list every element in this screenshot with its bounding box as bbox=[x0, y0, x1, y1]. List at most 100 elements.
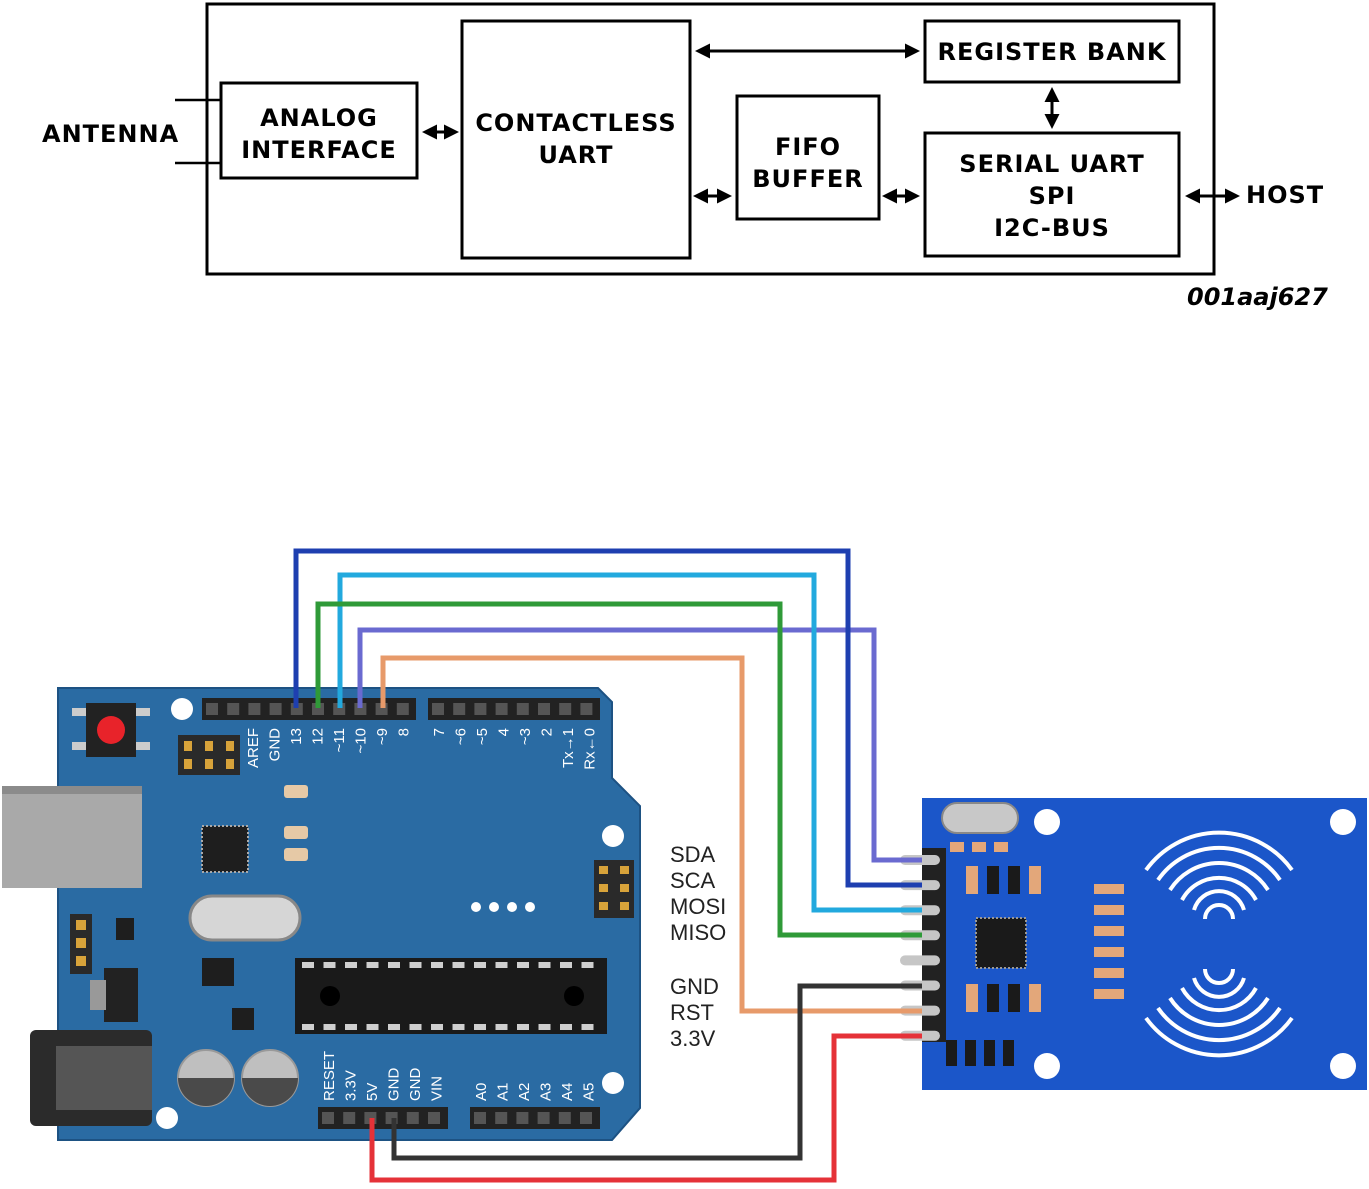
icsp-pin bbox=[599, 902, 608, 910]
rfid-mount-hole bbox=[1034, 1053, 1060, 1079]
chip-leg bbox=[302, 1024, 314, 1030]
pin-label-top: ~11 bbox=[331, 728, 348, 752]
pin-label-top: 13 bbox=[288, 728, 305, 745]
dc-jack-inner bbox=[56, 1046, 152, 1110]
mount-hole bbox=[602, 1072, 624, 1094]
icsp-pin bbox=[620, 884, 629, 892]
fifo-buffer-block bbox=[735, 94, 881, 221]
reset-button-cap bbox=[97, 716, 125, 744]
chip-notch bbox=[564, 986, 584, 1006]
pin-label-analog: A1 bbox=[495, 1083, 512, 1101]
chip-leg bbox=[431, 962, 443, 968]
serial-line-3: I2C-BUS bbox=[994, 214, 1110, 242]
rfid-pin bbox=[900, 955, 940, 966]
header-pin bbox=[76, 920, 86, 930]
smd-part bbox=[1008, 984, 1020, 1012]
header-hole bbox=[580, 703, 593, 715]
uart-line-1: CONTACTLESS bbox=[475, 109, 676, 137]
header-hole bbox=[474, 703, 487, 715]
icsp-pin bbox=[620, 902, 629, 910]
header-hole bbox=[537, 1112, 550, 1124]
pin-label-top: 7 bbox=[431, 728, 448, 736]
antenna-label: ANTENNA bbox=[42, 120, 179, 148]
icsp-pin bbox=[184, 759, 192, 769]
chip-leg bbox=[560, 962, 572, 968]
icsp-pin bbox=[599, 866, 608, 874]
pin-label-power: RESET bbox=[321, 1051, 338, 1101]
pin-label-top: 12 bbox=[310, 728, 327, 745]
pin-label-top: 8 bbox=[396, 728, 413, 736]
chip-leg bbox=[302, 962, 314, 968]
pin-label-analog: A4 bbox=[559, 1083, 576, 1101]
chip-leg bbox=[431, 1024, 443, 1030]
serial-line-2: SPI bbox=[1029, 182, 1076, 210]
resistor bbox=[284, 785, 308, 798]
pin-label-top: ~9 bbox=[374, 728, 391, 745]
header-hole bbox=[495, 1112, 508, 1124]
smd-part bbox=[1003, 1040, 1014, 1066]
chip-notch bbox=[320, 986, 340, 1006]
pin-label-analog: A2 bbox=[516, 1083, 533, 1101]
pin-label-analog: A5 bbox=[581, 1083, 598, 1101]
reset-pin bbox=[136, 742, 150, 750]
analog-line-2: INTERFACE bbox=[241, 136, 396, 164]
chip-leg bbox=[517, 962, 529, 968]
pin-label-top: ~10 bbox=[353, 728, 370, 753]
smd-resistor bbox=[1094, 947, 1124, 957]
rfid-label-sca: SCA bbox=[670, 868, 716, 893]
smd-part bbox=[987, 866, 999, 894]
serial-interface-block bbox=[923, 131, 1181, 258]
pin-label-analog: A0 bbox=[473, 1083, 490, 1101]
led-dot bbox=[489, 902, 499, 912]
chip-leg bbox=[538, 1024, 551, 1030]
smd-part bbox=[1008, 866, 1020, 894]
small-ic bbox=[232, 1008, 254, 1030]
header-hole bbox=[206, 703, 218, 715]
analog-interface-block bbox=[219, 81, 419, 180]
smd-resistor bbox=[1094, 884, 1124, 894]
wire-miso bbox=[315, 601, 922, 938]
smd-part bbox=[965, 1040, 976, 1066]
wire-sda bbox=[357, 627, 922, 863]
digital-header-right bbox=[428, 698, 600, 720]
analog-line-1: ANALOG bbox=[260, 104, 378, 132]
smd-resistor bbox=[1094, 905, 1124, 915]
header-hole bbox=[248, 703, 261, 715]
small-ic bbox=[202, 958, 234, 986]
mount-hole bbox=[602, 825, 624, 847]
pin-label-top: 4 bbox=[496, 728, 513, 736]
pin-label-top: ~6 bbox=[453, 728, 470, 745]
header-hole bbox=[559, 703, 572, 715]
header-hole bbox=[406, 1112, 419, 1124]
header-hole bbox=[474, 1112, 486, 1124]
pin-label-top: 2 bbox=[539, 728, 556, 736]
reset-pin bbox=[72, 708, 86, 716]
pin-label-top: Rx←0 bbox=[582, 728, 599, 770]
led-dot bbox=[471, 902, 481, 912]
icsp-pin bbox=[226, 741, 234, 751]
wires bbox=[293, 548, 922, 1183]
regulator-tab bbox=[90, 980, 106, 1010]
icsp-pin bbox=[205, 759, 213, 769]
rfid-label-gnd: GND bbox=[670, 974, 719, 999]
chip-leg bbox=[323, 1024, 336, 1030]
rfid-label-miso: MISO bbox=[670, 920, 726, 945]
header-pin bbox=[76, 938, 86, 948]
chip-leg bbox=[474, 1024, 486, 1030]
header-hole bbox=[428, 1112, 440, 1124]
fifo-line-2: BUFFER bbox=[752, 165, 863, 193]
reset-pin bbox=[72, 742, 86, 750]
chip-leg bbox=[495, 962, 508, 968]
pin-label-top: GND bbox=[267, 728, 284, 762]
chip-leg bbox=[452, 962, 465, 968]
wire-sca bbox=[293, 548, 922, 888]
chip-outline bbox=[205, 2, 1216, 276]
smd-part bbox=[1029, 984, 1041, 1012]
header-hole bbox=[227, 703, 240, 715]
smd-resistor bbox=[994, 842, 1008, 852]
rfid-label-sda: SDA bbox=[670, 842, 716, 867]
smd-part bbox=[1029, 866, 1041, 894]
resistor bbox=[284, 848, 308, 861]
